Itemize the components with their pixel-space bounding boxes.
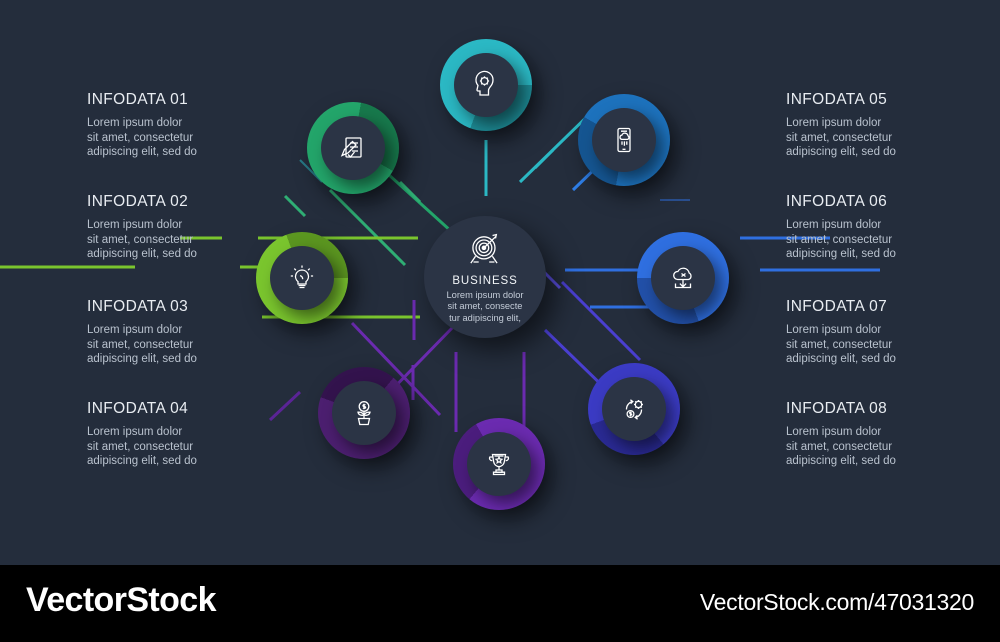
connector-lines xyxy=(0,102,880,432)
info-block-05: INFODATA 05 Lorem ipsum dolor sit amet, … xyxy=(786,91,1000,160)
node-inner-mobile-weather xyxy=(592,108,656,172)
info-block-01: INFODATA 01 Lorem ipsum dolor sit amet, … xyxy=(87,91,302,160)
target-dartboard-icon xyxy=(470,233,498,264)
info-title-05: INFODATA 05 xyxy=(786,91,888,108)
info-desc-07: Lorem ipsum dolor sit amet, consectetur … xyxy=(786,324,896,366)
info-block-08: INFODATA 08 Lorem ipsum dolor sit amet, … xyxy=(786,400,1000,469)
info-desc-06: Lorem ipsum dolor sit amet, consectetur … xyxy=(786,219,896,261)
info-title-04: INFODATA 04 xyxy=(87,400,189,417)
info-desc-01: Lorem ipsum dolor sit amet, consectetur … xyxy=(87,117,197,159)
trophy-icon xyxy=(488,453,510,476)
vectorstock-url: VectorStock.com/47031320 xyxy=(699,589,974,615)
info-block-07: INFODATA 07 Lorem ipsum dolor sit amet, … xyxy=(786,298,1000,367)
watermark-footer: VectorStock VectorStock.com/47031320 xyxy=(0,565,1000,642)
node-money-gear[interactable] xyxy=(588,363,680,455)
node-inner-lightbulb xyxy=(270,246,334,310)
node-inner-checklist xyxy=(321,116,385,180)
info-title-01: INFODATA 01 xyxy=(87,91,189,108)
vectorstock-logo: VectorStock xyxy=(26,581,217,619)
info-title-03: INFODATA 03 xyxy=(87,298,189,315)
info-desc-04: Lorem ipsum dolor sit amet, consectetur … xyxy=(87,426,197,468)
info-block-02: INFODATA 02 Lorem ipsum dolor sit amet, … xyxy=(87,193,302,262)
node-inner-money-gear xyxy=(602,377,666,441)
info-block-03: INFODATA 03 Lorem ipsum dolor sit amet, … xyxy=(87,298,302,367)
node-inner-trophy xyxy=(467,432,531,496)
node-inner-cloud-download xyxy=(651,246,715,310)
node-cloud-download[interactable] xyxy=(637,232,729,324)
info-desc-03: Lorem ipsum dolor sit amet, consectetur … xyxy=(87,324,197,366)
center-hub-title: BUSINESS xyxy=(452,275,518,287)
info-desc-05: Lorem ipsum dolor sit amet, consectetur … xyxy=(786,117,896,159)
node-inner-money-plant xyxy=(332,381,396,445)
info-title-02: INFODATA 02 xyxy=(87,193,189,210)
info-desc-08: Lorem ipsum dolor sit amet, consectetur … xyxy=(786,426,896,468)
infographic-canvas: INFODATA 01 Lorem ipsum dolor sit amet, … xyxy=(0,0,1000,565)
info-title-08: INFODATA 08 xyxy=(786,400,888,417)
node-money-plant[interactable] xyxy=(318,367,410,459)
checklist-pencil-icon xyxy=(340,137,362,158)
info-block-04: INFODATA 04 Lorem ipsum dolor sit amet, … xyxy=(87,400,302,469)
node-checklist[interactable] xyxy=(307,102,399,194)
lightbulb-icon xyxy=(290,265,314,289)
info-title-06: INFODATA 06 xyxy=(786,193,888,210)
info-desc-02: Lorem ipsum dolor sit amet, consectetur … xyxy=(87,219,197,261)
center-hub-description: Lorem ipsum dolor sit amet, consecte tur… xyxy=(446,290,524,323)
node-inner-head-gear xyxy=(454,53,518,117)
node-lightbulb[interactable] xyxy=(256,232,348,324)
money-plant-icon xyxy=(357,401,371,426)
node-head-gear[interactable] xyxy=(440,39,532,131)
center-hub[interactable]: BUSINESS Lorem ipsum dolor sit amet, con… xyxy=(424,216,546,338)
info-block-06: INFODATA 06 Lorem ipsum dolor sit amet, … xyxy=(786,193,1000,262)
head-gear-icon xyxy=(475,70,494,96)
info-title-07: INFODATA 07 xyxy=(786,298,888,315)
mobile-weather-icon xyxy=(617,127,631,153)
cloud-download-icon xyxy=(673,267,692,289)
money-gear-cycle-icon xyxy=(625,399,643,420)
node-mobile-weather[interactable] xyxy=(578,94,670,186)
node-trophy[interactable] xyxy=(453,418,545,510)
